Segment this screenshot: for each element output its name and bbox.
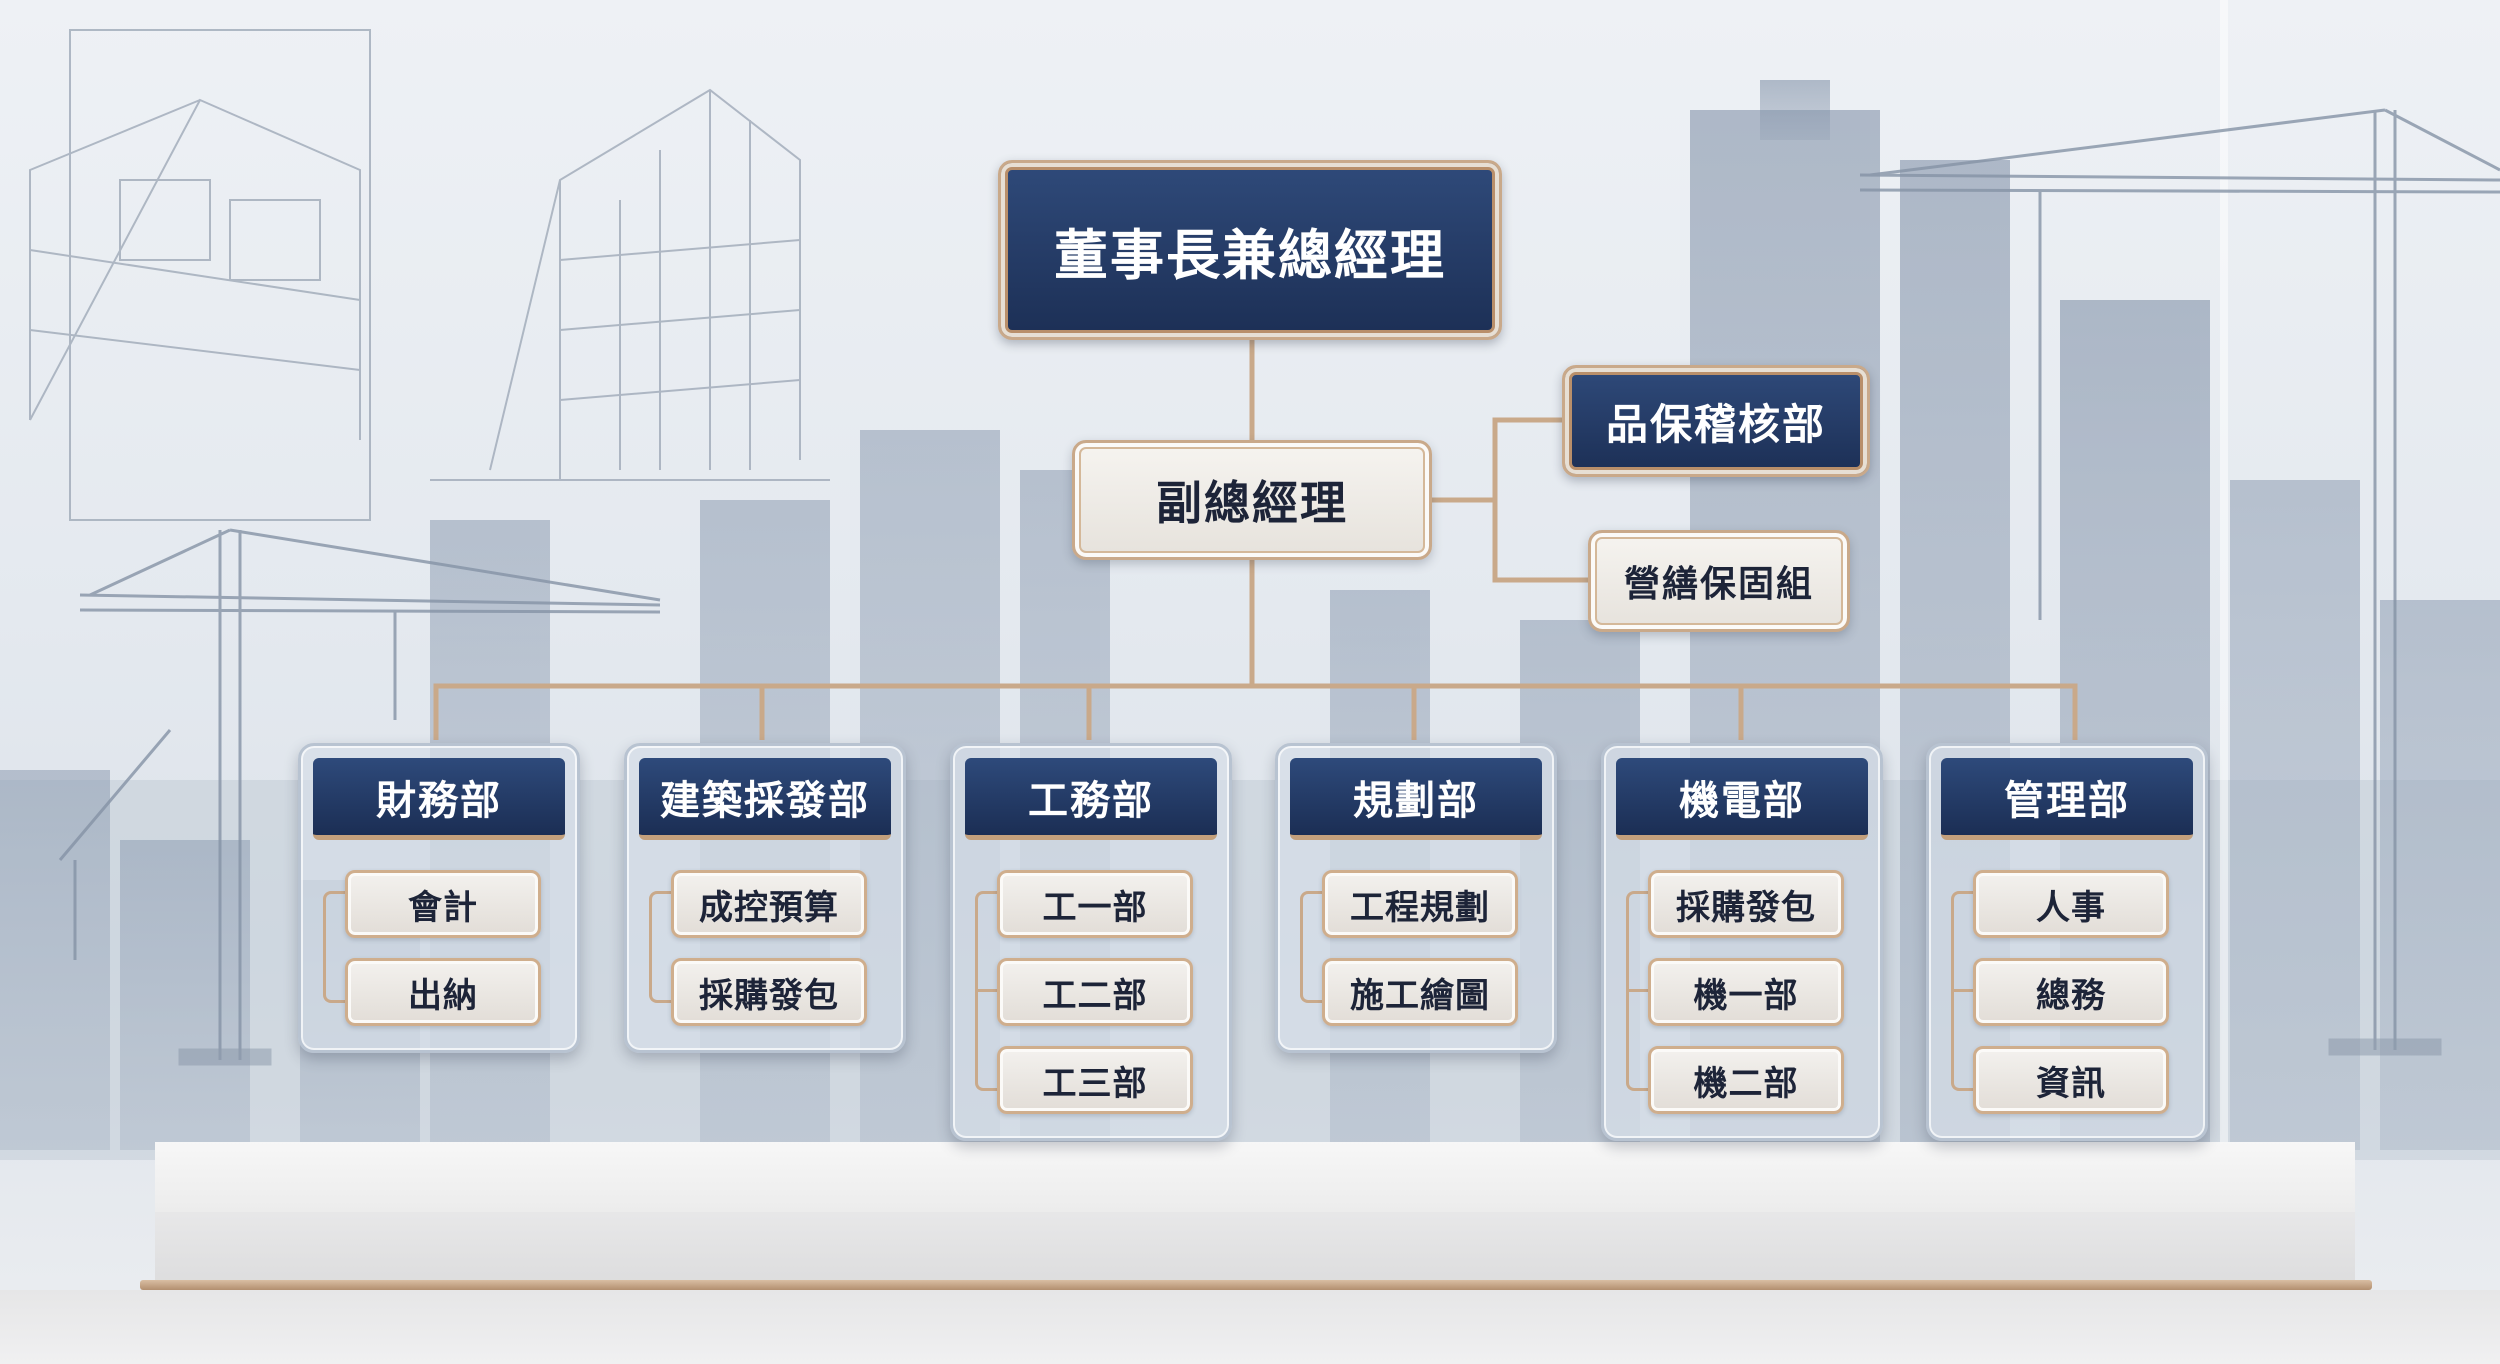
unit-box: 出納 [345, 958, 541, 1026]
marble-pedestal-top [155, 1142, 2355, 1212]
unit-box: 機二部 [1648, 1046, 1844, 1114]
unit-box: 成控預算 [671, 870, 867, 938]
dept-engineering: 工務部 工一部 工二部 工三部 [950, 743, 1232, 1141]
maintenance-label: 營繕保固組 [1623, 564, 1814, 605]
unit-box: 資訊 [1973, 1046, 2169, 1114]
unit-box: 施工繪圖 [1322, 958, 1518, 1026]
unit-box: 採購發包 [1648, 870, 1844, 938]
unit-box: 工三部 [997, 1046, 1193, 1114]
chairman-box: 董事長兼總經理 [998, 160, 1502, 340]
qa-audit-label: 品保稽核部 [1605, 399, 1826, 449]
unit-box: 工程規劃 [1322, 870, 1518, 938]
unit-box: 總務 [1973, 958, 2169, 1026]
dept-bracket-tick [1626, 989, 1650, 992]
floor [0, 1290, 2500, 1364]
tower-crane [58, 108, 2500, 1066]
dept-finance: 財務部 會計 出納 [298, 743, 580, 1053]
unit-box: 採購發包 [671, 958, 867, 1026]
dept-engineering-title: 工務部 [965, 758, 1217, 840]
dept-administration: 管理部 人事 總務 資訊 [1926, 743, 2208, 1141]
unit-box: 機一部 [1648, 958, 1844, 1026]
dept-bracket-tick [975, 989, 999, 992]
maintenance-box: 營繕保固組 [1588, 530, 1850, 632]
dept-mep: 機電部 採購發包 機一部 機二部 [1601, 743, 1883, 1141]
dept-construction-procurement-title: 建築採發部 [639, 758, 891, 840]
pedestal-gold-trim [140, 1280, 2372, 1290]
vice-president-box: 副總經理 [1072, 440, 1432, 560]
dept-finance-title: 財務部 [313, 758, 565, 840]
dept-bracket [323, 891, 347, 1003]
dept-planning: 規劃部 工程規劃 施工繪圖 [1275, 743, 1557, 1053]
qa-audit-box: 品保稽核部 [1562, 365, 1870, 477]
dept-bracket-tick [1951, 989, 1975, 992]
vice-president-label: 副總經理 [1156, 476, 1348, 530]
unit-box: 工一部 [997, 870, 1193, 938]
unit-box: 工二部 [997, 958, 1193, 1026]
chairman-label: 董事長兼總經理 [1054, 223, 1446, 287]
dept-administration-title: 管理部 [1941, 758, 2193, 840]
dept-planning-title: 規劃部 [1290, 758, 1542, 840]
unit-box: 會計 [345, 870, 541, 938]
dept-construction-procurement: 建築採發部 成控預算 採購發包 [624, 743, 906, 1053]
dept-mep-title: 機電部 [1616, 758, 1868, 840]
building-sketch [29, 29, 830, 521]
dept-bracket [649, 891, 673, 1003]
dept-bracket [1300, 891, 1324, 1003]
unit-box: 人事 [1973, 870, 2169, 938]
